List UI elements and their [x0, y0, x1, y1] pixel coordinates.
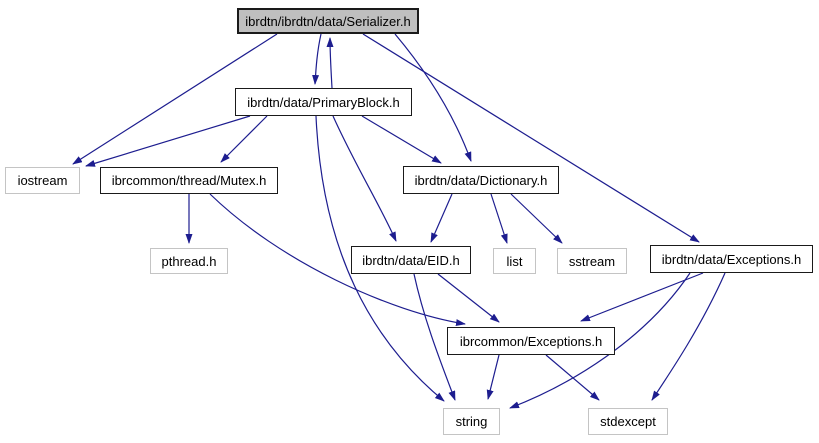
- graph-node-primaryblock[interactable]: ibrdtn/data/PrimaryBlock.h: [235, 88, 412, 116]
- graph-node-exceptions_dtn[interactable]: ibrdtn/data/Exceptions.h: [650, 245, 813, 273]
- graph-node-exceptions_common[interactable]: ibrcommon/Exceptions.h: [447, 327, 615, 355]
- edge-primaryblock-to-string: [315, 115, 445, 402]
- graph-node-eid[interactable]: ibrdtn/data/EID.h: [351, 246, 471, 274]
- edge-primaryblock-to-iostream: [85, 115, 251, 167]
- graph-node-list: list: [493, 248, 536, 274]
- edge-exceptions_dtn-to-string: [509, 272, 691, 409]
- edge-dictionary-to-sstream: [510, 193, 563, 244]
- edge-dictionary-to-list: [490, 193, 508, 244]
- graph-node-string: string: [443, 408, 500, 435]
- edge-primaryblock-to-eid: [332, 115, 397, 242]
- edge-eid-to-string: [413, 273, 456, 401]
- graph-node-sstream: sstream: [557, 248, 627, 274]
- edge-serializer-to-iostream: [72, 33, 278, 165]
- edge-exceptions_dtn-to-exceptions_common: [580, 272, 704, 322]
- graph-node-iostream: iostream: [5, 167, 80, 194]
- graph-node-dictionary[interactable]: ibrdtn/data/Dictionary.h: [403, 166, 559, 194]
- graph-node-mutex[interactable]: ibrcommon/thread/Mutex.h: [100, 167, 278, 194]
- edge-primaryblock-to-dictionary: [361, 115, 442, 164]
- edge-exceptions_common-to-string: [486, 354, 500, 400]
- edge-eid-to-exceptions_common: [437, 273, 500, 323]
- graph-node-stdexcept: stdexcept: [588, 408, 668, 435]
- edge-serializer-to-exceptions_dtn: [362, 33, 700, 243]
- edge-primaryblock-to-serializer: [326, 37, 334, 89]
- edge-dictionary-to-eid: [430, 193, 453, 243]
- edge-exceptions_common-to-stdexcept: [545, 354, 600, 401]
- edge-primaryblock-to-mutex: [220, 115, 268, 163]
- edge-serializer-to-primaryblock: [312, 33, 322, 85]
- graph-node-serializer: ibrdtn/ibrdtn/data/Serializer.h: [237, 8, 419, 34]
- edge-exceptions_dtn-to-stdexcept: [651, 272, 726, 401]
- edge-serializer-to-dictionary: [394, 33, 472, 162]
- edge-mutex-to-exceptions_common: [209, 193, 466, 327]
- graph-node-pthread: pthread.h: [150, 248, 228, 274]
